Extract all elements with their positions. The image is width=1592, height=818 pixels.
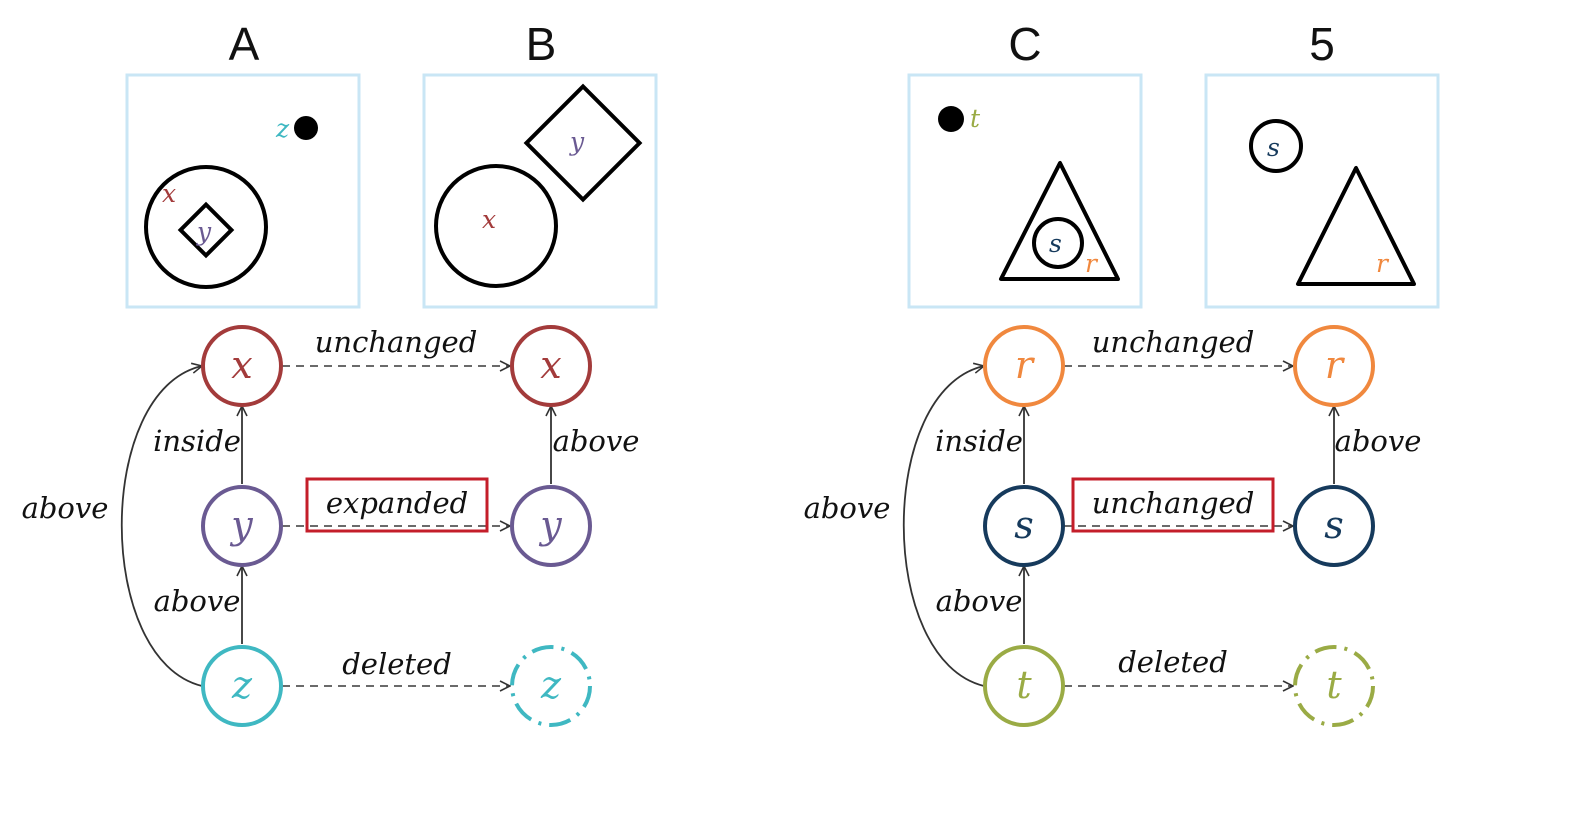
edge-above-curve [121, 366, 202, 687]
panel-c-t-label: t [970, 104, 981, 133]
panel-a-y-diamond [177, 201, 235, 259]
node-t-label: t [1016, 663, 1032, 707]
panel-c-r-label: r [1085, 249, 1099, 278]
node-r-label: r [1015, 343, 1036, 387]
panel-c: t s r [907, 73, 1143, 309]
panel-b-y-label: y [569, 127, 585, 156]
graph-right: unchanged unchanged deleted inside above… [804, 325, 1422, 727]
change-highlight-box-2 [1071, 477, 1275, 533]
node-z [201, 645, 283, 727]
panel-b-x-circle [434, 164, 558, 288]
label-above-curve: above [22, 491, 109, 525]
node-x [201, 325, 283, 407]
panel-title-5: 5 [1309, 18, 1335, 70]
panel-a-y-label: y [196, 217, 212, 246]
panel-title-b: B [526, 18, 557, 70]
label-change-mid-2: unchanged [1092, 486, 1255, 520]
panel-5-r-triangle [1296, 166, 1416, 286]
panel-a-z-label: z [275, 114, 290, 143]
panel-5: s r [1204, 73, 1440, 309]
panel-c-t-dot [938, 106, 964, 132]
panel-title-c: C [1008, 18, 1041, 70]
label-above-lower: above [154, 584, 241, 618]
panel-b-x-label: x [482, 205, 496, 234]
panel-a-z-dot [294, 116, 318, 140]
node-x-after-label: x [540, 343, 561, 387]
node-r-after [1293, 325, 1375, 407]
node-x-after [510, 325, 592, 407]
label-above-right: above [553, 424, 640, 458]
panel-c-frame [907, 73, 1143, 309]
node-z-label: z [231, 663, 253, 707]
label-change-mid: expanded [326, 486, 468, 520]
node-r-after-label: r [1325, 343, 1346, 387]
label-change-top: unchanged [315, 325, 478, 359]
panel-5-s-label: s [1267, 133, 1280, 162]
node-t [983, 645, 1065, 727]
panel-5-r-label: r [1376, 249, 1390, 278]
node-t-deleted-label: t [1326, 663, 1342, 707]
panel-b-y-diamond [523, 83, 643, 203]
panel-a: z x y [125, 73, 361, 309]
edge-above-curve-2 [903, 366, 984, 687]
panel-a-frame [125, 73, 361, 309]
node-t-deleted [1293, 645, 1375, 727]
node-x-label: x [231, 343, 252, 387]
node-s-after-label: s [1324, 503, 1344, 547]
node-s [983, 485, 1065, 567]
panel-a-x-label: x [162, 179, 176, 208]
label-above-curve-2: above [804, 491, 891, 525]
label-change-bottom: deleted [342, 647, 452, 681]
node-y [201, 485, 283, 567]
panel-b-frame [422, 73, 658, 309]
panel-b: x y [422, 73, 658, 309]
label-above-right-2: above [1335, 424, 1422, 458]
panel-5-s-circle [1249, 119, 1303, 173]
label-change-top-2: unchanged [1092, 325, 1255, 359]
change-highlight-box [305, 477, 489, 533]
node-y-after [510, 485, 592, 567]
label-inside: inside [153, 424, 241, 458]
panel-c-s-label: s [1049, 229, 1062, 258]
node-z-deleted-label: z [540, 663, 562, 707]
node-s-after [1293, 485, 1375, 567]
panel-title-a: A [229, 18, 260, 70]
node-r [983, 325, 1065, 407]
panel-c-s-circle [1032, 217, 1084, 269]
node-y-after-label: y [538, 503, 562, 547]
label-inside-2: inside [935, 424, 1023, 458]
node-z-deleted [510, 645, 592, 727]
node-y-label: y [229, 503, 253, 547]
graph-left: unchanged expanded deleted inside above … [22, 325, 640, 727]
node-s-label: s [1014, 503, 1034, 547]
label-change-bottom-2: deleted [1118, 645, 1228, 679]
panel-c-r-triangle [999, 161, 1120, 281]
label-above-lower-2: above [936, 584, 1023, 618]
panel-a-x-circle [144, 165, 268, 289]
panel-5-frame [1204, 73, 1440, 309]
